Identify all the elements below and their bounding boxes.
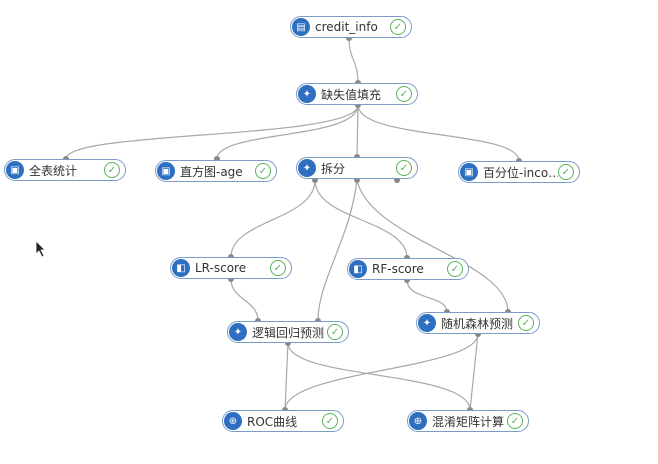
success-check-icon: ✓ [104, 162, 120, 178]
success-check-icon: ✓ [390, 19, 406, 35]
node-lr-score[interactable]: ◧LR-score✓ [170, 257, 292, 279]
model-icon: ◧ [172, 259, 190, 277]
success-check-icon: ✓ [396, 160, 412, 176]
node-fill-missing[interactable]: ✦缺失值填充✓ [296, 83, 418, 105]
report-icon: ▣ [157, 162, 175, 180]
edge [230, 278, 259, 322]
success-check-icon: ✓ [507, 413, 523, 429]
edge [357, 104, 520, 162]
node-split[interactable]: ✦拆分✓ [296, 157, 418, 179]
node-rf-predict[interactable]: ✦随机森林预测✓ [416, 312, 540, 334]
node-confusion-matrix[interactable]: ⊕混淆矩阵计算✓ [407, 410, 529, 432]
edge [317, 179, 358, 322]
component-icon: ✦ [298, 159, 316, 177]
model-icon: ◧ [349, 260, 367, 278]
component-icon: ✦ [418, 314, 436, 332]
component-icon: ✦ [298, 85, 316, 103]
edge [406, 279, 448, 313]
component-icon: ✦ [229, 323, 247, 341]
node-full-stats[interactable]: ▣全表统计✓ [4, 159, 126, 181]
edge [348, 37, 359, 84]
edge [284, 333, 479, 411]
node-credit-info[interactable]: ▤credit_info✓ [290, 16, 412, 38]
globe-icon: ⊕ [409, 412, 427, 430]
success-check-icon: ✓ [518, 315, 534, 331]
success-check-icon: ✓ [396, 86, 412, 102]
report-icon: ▣ [6, 161, 24, 179]
edge [314, 179, 408, 259]
edge [284, 342, 289, 411]
node-rf-score[interactable]: ◧RF-score✓ [347, 258, 469, 280]
edge [469, 333, 479, 411]
success-check-icon: ✓ [558, 164, 574, 180]
success-check-icon: ✓ [255, 163, 271, 179]
success-check-icon: ✓ [270, 260, 286, 276]
node-lr-predict[interactable]: ✦逻辑回归预测✓ [227, 321, 349, 343]
node-percentile[interactable]: ▣百分位-inco…✓ [458, 161, 580, 183]
node-roc[interactable]: ⊕ROC曲线✓ [222, 410, 344, 432]
success-check-icon: ✓ [447, 261, 463, 277]
mouse-cursor-icon [35, 240, 46, 258]
database-icon: ▤ [292, 18, 310, 36]
edge [356, 104, 359, 158]
report-icon: ▣ [460, 163, 478, 181]
edge [216, 104, 359, 160]
edge [230, 179, 316, 258]
edge [356, 179, 509, 313]
edge [287, 342, 471, 411]
globe-icon: ⊕ [224, 412, 242, 430]
success-check-icon: ✓ [322, 413, 338, 429]
node-histogram[interactable]: ▣直方图-age✓ [155, 160, 277, 182]
success-check-icon: ✓ [327, 324, 343, 340]
edge [65, 104, 359, 160]
